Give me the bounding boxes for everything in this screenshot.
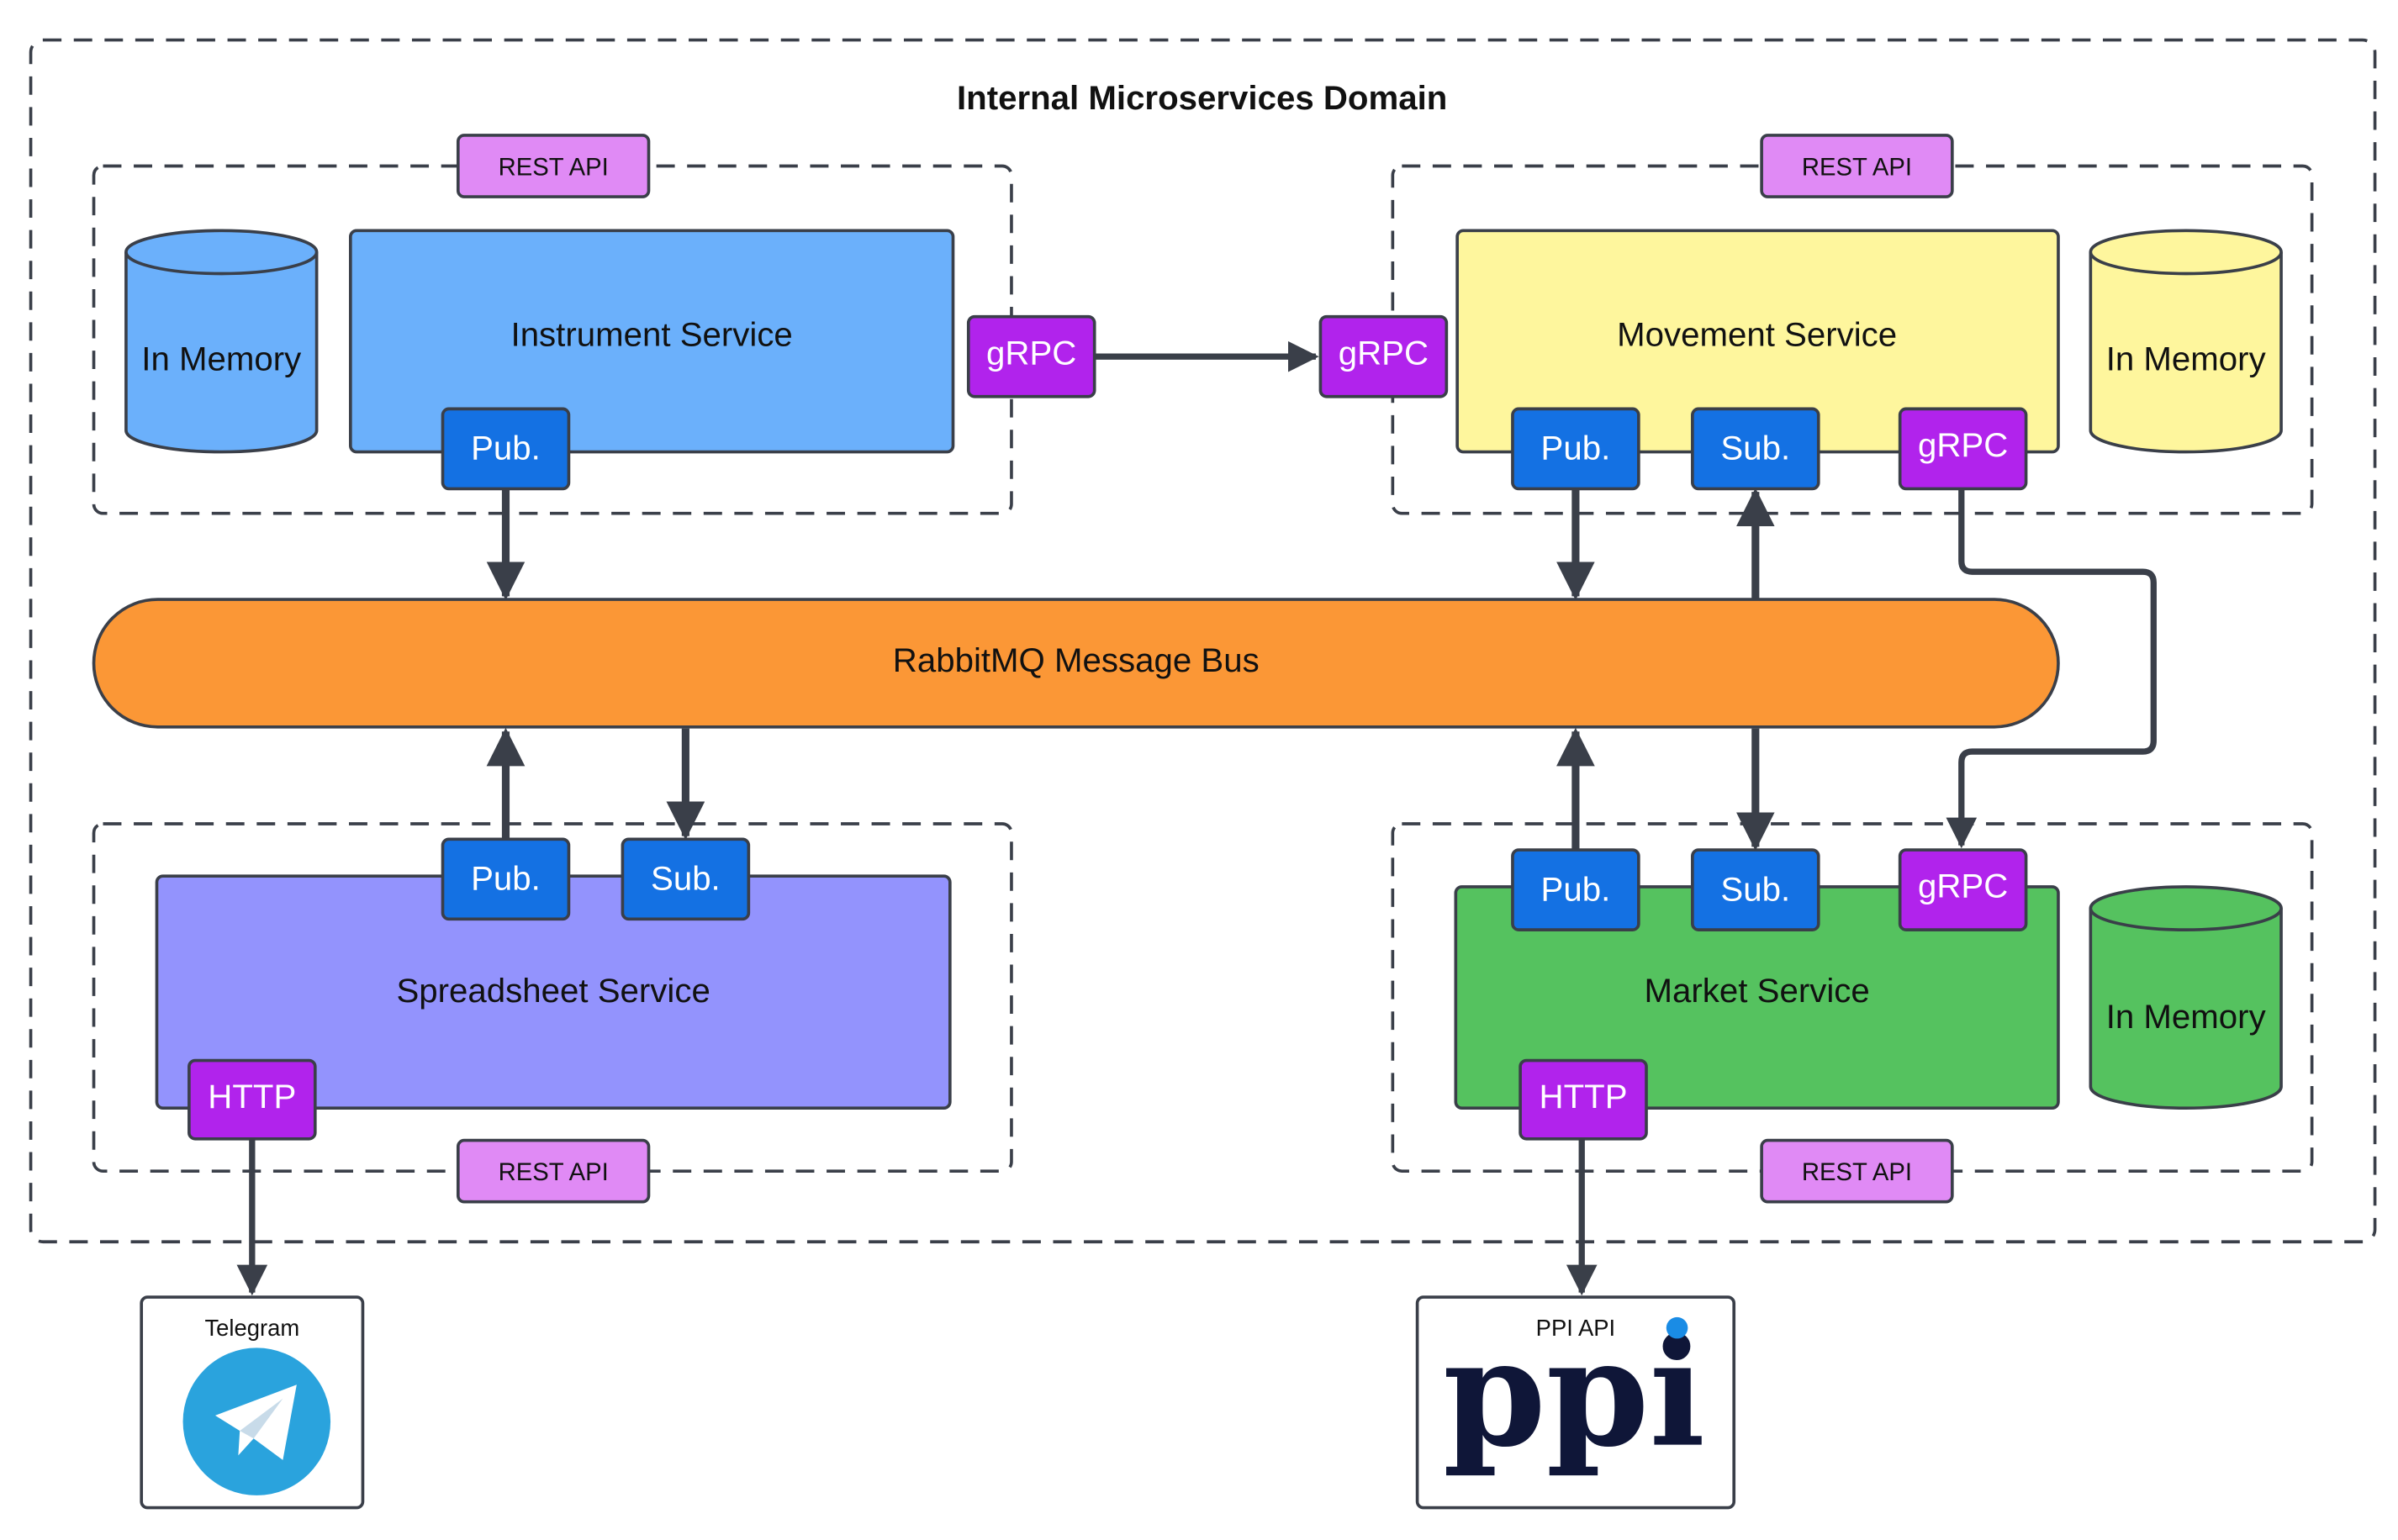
spreadsheet-pub-port: Pub. [441, 837, 571, 921]
telegram-paper-plane-icon [182, 1348, 331, 1495]
market-pub-port: Pub. [1511, 848, 1640, 931]
spreadsheet-rest-api-label: REST API [499, 1159, 609, 1186]
market-grpc-port: gRPC [1898, 848, 2028, 931]
market-http-port: HTTP [1519, 1058, 1648, 1141]
ppi-logo-dot [1666, 1316, 1688, 1339]
movement-pub-label: Pub. [1541, 430, 1611, 467]
movement-grpc-to-market-grpc-arrow [1946, 488, 2157, 849]
spreadsheet-http-label: HTTP [208, 1078, 296, 1115]
telegram-caption: Telegram [204, 1315, 299, 1341]
movement-in-memory-store: In Memory [2089, 229, 2283, 454]
ppi-external-box: PPI API ppi [1415, 1295, 1736, 1510]
market-store-body [2089, 908, 2283, 1110]
rabbitmq-message-bus [92, 598, 2060, 729]
instrument-grpc-label: gRPC [986, 334, 1076, 372]
telegram-external-box: Telegram [140, 1295, 365, 1510]
ppi-logo-wordmark: ppi [1443, 1307, 1705, 1480]
instrument-grpc-port: gRPC [966, 314, 1096, 398]
instrument-store-body [124, 251, 319, 454]
instrument-in-memory-store: In Memory [124, 229, 319, 454]
instrument-store-top [124, 229, 319, 276]
market-in-memory-store: In Memory [2089, 885, 2283, 1110]
spreadsheet-http-port: HTTP [188, 1058, 317, 1141]
movement-sub-port: Sub. [1691, 407, 1820, 491]
market-rest-api-badge: REST API [1760, 1138, 1954, 1204]
spreadsheet-service-label: Spreadsheet Service [396, 972, 710, 1010]
movement-rest-api-label: REST API [1802, 154, 1912, 181]
market-store-label: In Memory [2106, 998, 2267, 1036]
movement-store-body [2089, 251, 2283, 454]
movement-pub-port: Pub. [1511, 407, 1640, 491]
market-store-top [2089, 885, 2283, 931]
movement-service-label: Movement Service [1617, 315, 1897, 353]
spreadsheet-sub-label: Sub. [651, 860, 721, 898]
domain-boundary [29, 38, 2377, 1244]
bus-label: RabbitMQ Message Bus [893, 641, 1260, 679]
movement-sub-label: Sub. [1720, 430, 1790, 467]
spreadsheet-pub-label: Pub. [471, 860, 541, 898]
movement-rest-api-badge: REST API [1760, 134, 1954, 198]
instrument-service-label: Instrument Service [511, 315, 793, 353]
movement-grpc-out-port: gRPC [1898, 407, 2028, 491]
instrument-pub-label: Pub. [471, 430, 541, 467]
movement-store-label: In Memory [2106, 340, 2267, 378]
market-sub-port: Sub. [1691, 848, 1820, 931]
instrument-rest-api-badge: REST API [456, 134, 651, 198]
market-sub-label: Sub. [1720, 870, 1790, 908]
market-rest-api-label: REST API [1802, 1159, 1912, 1186]
spreadsheet-rest-api-badge: REST API [456, 1138, 651, 1204]
instrument-pub-port: Pub. [441, 407, 571, 491]
instrument-service-box [349, 229, 955, 454]
ppi-logo: ppi [1443, 1307, 1705, 1480]
market-http-label: HTTP [1540, 1078, 1628, 1115]
movement-store-top [2089, 229, 2283, 276]
instrument-store-label: In Memory [141, 340, 302, 378]
movement-grpc-out-label: gRPC [1918, 426, 2008, 464]
instrument-rest-api-label: REST API [499, 154, 609, 181]
domain-title: Internal Microservices Domain [957, 79, 1447, 117]
market-grpc-label: gRPC [1918, 868, 2008, 905]
market-service-label: Market Service [1645, 972, 1870, 1010]
movement-grpc-in-port: gRPC [1318, 314, 1449, 398]
spreadsheet-sub-port: Sub. [621, 837, 751, 921]
ppi-caption: PPI API [1536, 1315, 1615, 1341]
market-pub-label: Pub. [1541, 870, 1611, 908]
movement-grpc-in-label: gRPC [1339, 334, 1429, 372]
